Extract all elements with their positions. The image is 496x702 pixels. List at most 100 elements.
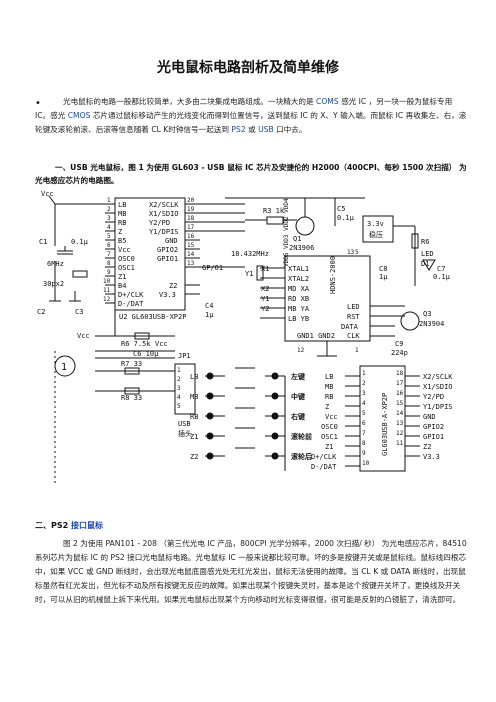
u2-pin-label: B4 [118, 282, 126, 290]
usb-text: USB [258, 125, 274, 134]
svg-text:C2: C2 [37, 308, 45, 316]
svg-text:15: 15 [396, 400, 404, 407]
u2-pin-label: OSC0 [118, 255, 135, 263]
svg-text:2: 2 [177, 376, 181, 383]
svg-text:JP1: JP1 [178, 352, 191, 360]
hdns-name: HDNS-2000 [329, 256, 337, 294]
svg-text:X1: X1 [261, 265, 269, 273]
u2-pin-label: GP/O1 [202, 264, 223, 272]
svg-text:Y2/PD: Y2/PD [423, 393, 444, 401]
u2-pin-label: Z2 [169, 282, 177, 290]
usb-connector [174, 363, 196, 415]
svg-text:3.3v: 3.3v [367, 220, 384, 228]
u2-pin-label: X1/SDIO [149, 210, 179, 218]
ps2-text: PS2 [231, 125, 246, 134]
svg-text:USB: USB [178, 420, 191, 428]
svg-text:12: 12 [396, 430, 404, 437]
svg-text:13: 13 [187, 260, 195, 267]
svg-text:Vcc: Vcc [155, 340, 168, 348]
ic-u2 [114, 197, 186, 311]
svg-text:R6: R6 [421, 238, 429, 246]
svg-text:10: 10 [362, 460, 370, 467]
svg-text:3: 3 [107, 215, 111, 222]
svg-text:GPIO2: GPIO2 [423, 423, 444, 431]
svg-text:MB: MB [190, 393, 198, 401]
svg-text:Z2: Z2 [190, 453, 198, 461]
svg-text:C7: C7 [437, 265, 445, 273]
svg-text:13: 13 [396, 420, 404, 427]
svg-text:RB: RB [325, 393, 333, 401]
svg-text:LED: LED [347, 303, 360, 311]
svg-text:11: 11 [396, 440, 404, 447]
svg-text:VDD5 VDD3 VDD2 VDD4: VDD5 VDD3 VDD2 VDD4 [283, 198, 290, 267]
svg-text:V3.3: V3.3 [423, 453, 440, 461]
u2-pin-label: Y1/DPIS [149, 228, 179, 236]
svg-text:MB: MB [325, 383, 333, 391]
svg-text:2N3904: 2N3904 [419, 320, 444, 328]
svg-text:MB YA: MB YA [288, 305, 310, 313]
svg-text:Y1/DPIS: Y1/DPIS [423, 403, 453, 411]
ps2-link[interactable]: 接口鼠标 [70, 521, 103, 530]
svg-text:8: 8 [107, 260, 111, 267]
svg-text:3: 3 [177, 385, 181, 392]
svg-text:1: 1 [355, 347, 359, 354]
svg-text:R6 7.5k: R6 7.5k [121, 340, 151, 348]
svg-text:XTAL1: XTAL1 [288, 265, 309, 273]
svg-text:X2/SCLK: X2/SCLK [423, 373, 453, 381]
svg-text:7: 7 [362, 430, 366, 437]
u2-pin-label: D-/DAT [118, 300, 144, 308]
svg-text:4: 4 [177, 394, 181, 401]
schematic-figure: LB MB RB Z B5 Vcc OSC0 OSC1 Z1 B4 D+/CLK… [37, 190, 453, 486]
u2-pin-label: LB [118, 201, 126, 209]
svg-text:X2: X2 [261, 285, 269, 293]
svg-text:Z1: Z1 [190, 433, 198, 441]
u2-pin-label: Y2/PD [149, 219, 170, 227]
svg-text:1μ: 1μ [205, 311, 214, 319]
section-2-heading: 二、PS2 接口鼠标 [35, 521, 103, 530]
svg-text:OSC1: OSC1 [321, 433, 338, 441]
svg-text:16: 16 [187, 233, 195, 240]
svg-text:Z2: Z2 [423, 443, 431, 451]
svg-text:D-/DAT: D-/DAT [311, 463, 337, 471]
u2-pin-label: X2/SCLK [149, 201, 179, 209]
svg-text:13: 13 [347, 249, 355, 256]
svg-text:2N3906: 2N3906 [289, 244, 314, 252]
svg-text:18: 18 [187, 215, 195, 222]
svg-text:GND: GND [423, 413, 436, 421]
svg-text:滚轮前: 滚轮前 [291, 432, 312, 441]
svg-text:10: 10 [103, 278, 111, 285]
svg-text:Vcc: Vcc [41, 190, 54, 198]
svg-text:滚轮后: 滚轮后 [291, 452, 312, 461]
bullet-marker: • [35, 98, 41, 109]
svg-text:C5: C5 [337, 205, 345, 213]
u2-pin-label: B5 [118, 237, 126, 245]
svg-text:18.432MHz: 18.432MHz [231, 250, 269, 258]
svg-text:12: 12 [103, 296, 111, 303]
svg-text:Vcc: Vcc [77, 332, 90, 340]
svg-text:XTAL2: XTAL2 [288, 275, 309, 283]
svg-text:DATA: DATA [341, 323, 359, 331]
svg-text:9: 9 [362, 450, 366, 457]
svg-text:OSC0: OSC0 [321, 423, 338, 431]
svg-text:CLK: CLK [347, 332, 360, 340]
u2-pin-label: GPIO1 [157, 255, 178, 263]
svg-text:0.1μ: 0.1μ [433, 273, 451, 281]
svg-text:2: 2 [362, 380, 366, 387]
svg-text:18: 18 [396, 370, 404, 377]
svg-text:右键: 右键 [290, 412, 305, 421]
svg-text:R8 33: R8 33 [121, 394, 142, 402]
svg-text:6MHz: 6MHz [47, 260, 64, 268]
u2-pin-label: Z [118, 228, 122, 236]
svg-text:1: 1 [107, 197, 111, 204]
svg-text:5: 5 [362, 410, 366, 417]
svg-text:RST: RST [347, 313, 360, 321]
svg-text:C6 10μ: C6 10μ [133, 350, 159, 358]
svg-text:6: 6 [362, 420, 366, 427]
svg-text:Z: Z [325, 403, 329, 411]
svg-text:插头: 插头 [178, 429, 192, 438]
page-title: 光电鼠标电路剖析及简单维修 [157, 60, 339, 76]
svg-text:7: 7 [107, 251, 111, 258]
svg-text:LB: LB [325, 373, 333, 381]
svg-text:Y1: Y1 [261, 295, 269, 303]
svg-text:16: 16 [396, 390, 404, 397]
